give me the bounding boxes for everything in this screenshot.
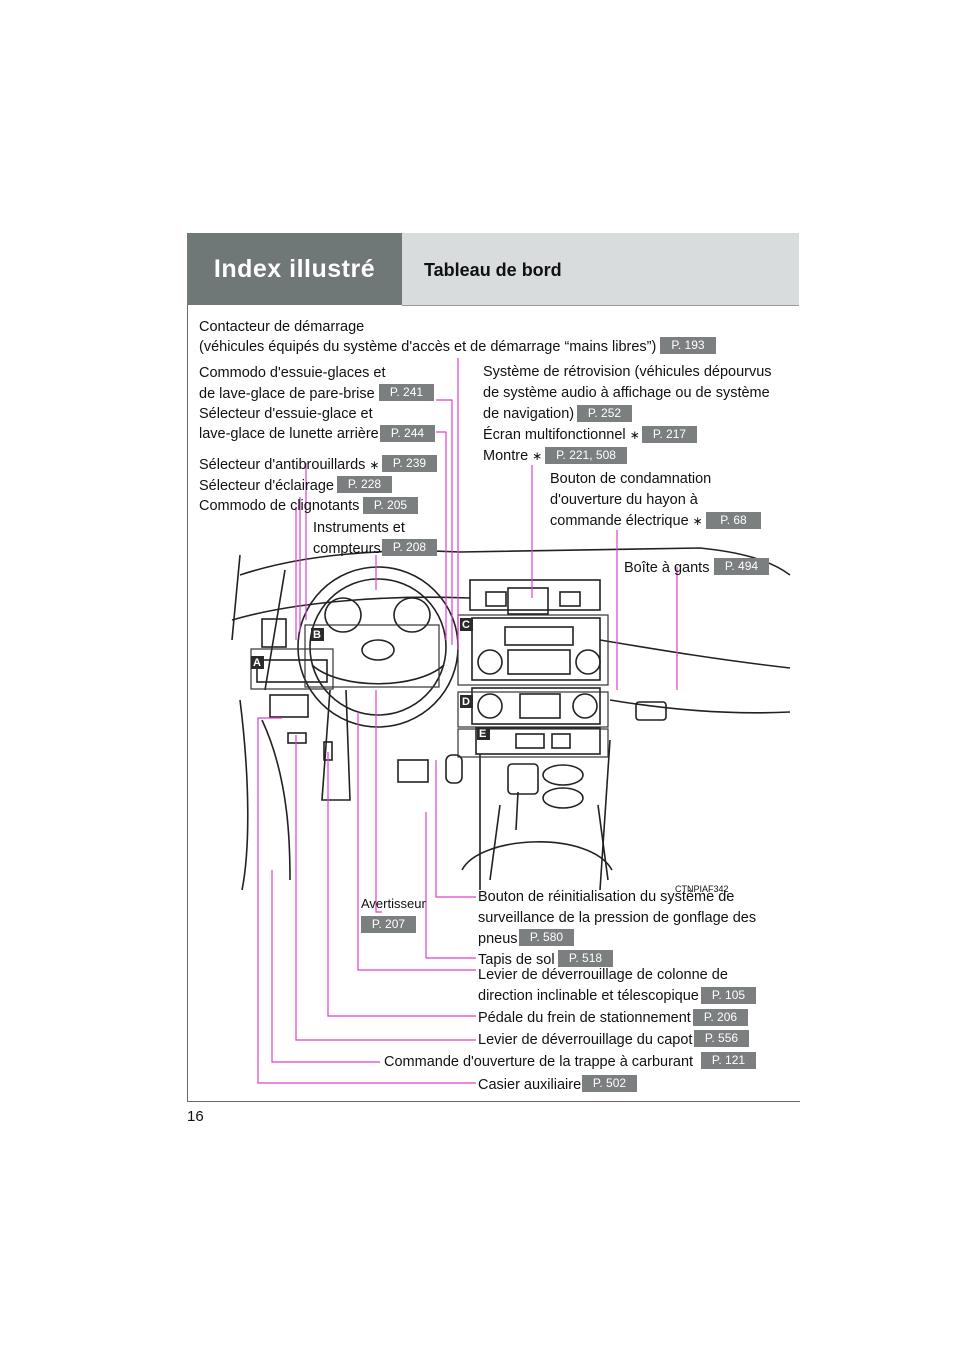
- page-number: 16: [187, 1108, 204, 1125]
- label-casier: Casier auxiliaire: [478, 1077, 582, 1093]
- callout-c: C: [462, 619, 470, 631]
- page-ref-tapis[interactable]: P. 518: [558, 950, 613, 967]
- label-arriere-1: Sélecteur d'essuie-glace et: [199, 406, 373, 422]
- label-essuie-1: Commodo d'essuie-glaces et: [199, 365, 386, 381]
- label-contacteur-1: Contacteur de démarrage: [199, 319, 365, 335]
- label-capot: Levier de déverrouillage du capot: [478, 1032, 693, 1048]
- label-retro-3: de navigation): [483, 406, 575, 422]
- label-trappe: Commande d'ouverture de la trappe à carb…: [384, 1054, 694, 1070]
- figure-code: CTNPIAF342: [675, 884, 729, 894]
- page-ref-boite[interactable]: P. 494: [714, 558, 769, 575]
- label-pneus-2: surveillance de la pression de gonflage …: [478, 910, 757, 926]
- page-ref-essuie[interactable]: P. 241: [379, 384, 434, 401]
- page-ref-colonne[interactable]: P. 105: [701, 987, 756, 1004]
- label-colonne-2: direction inclinable et télescopique: [478, 988, 699, 1004]
- title-header: Tableau de bord: [402, 233, 799, 306]
- label-antibrouillard: Sélecteur d'antibrouillards ∗: [199, 457, 380, 473]
- label-eclairage: Sélecteur d'éclairage: [199, 478, 334, 494]
- page-ref-clignotants[interactable]: P. 205: [363, 497, 418, 514]
- page-title: Tableau de bord: [424, 260, 562, 280]
- callout-a: A: [253, 657, 261, 669]
- label-hayon-2: d'ouverture du hayon à: [550, 492, 698, 508]
- label-boite: Boîte à gants: [624, 560, 710, 576]
- label-clignotants: Commodo de clignotants: [199, 498, 360, 514]
- label-essuie-2: de lave-glace de pare-brise: [199, 386, 375, 402]
- callout-b: B: [313, 629, 321, 641]
- page-ref-pedale[interactable]: P. 206: [693, 1009, 748, 1026]
- label-contacteur-2: (véhicules équipés du système d'accès et…: [199, 339, 657, 355]
- page-ref-arriere[interactable]: P. 244: [380, 425, 435, 442]
- page-ref-hayon[interactable]: P. 68: [706, 512, 761, 529]
- page-ref-antibrouillard[interactable]: P. 239: [382, 455, 437, 472]
- label-retro-1: Système de rétrovision (véhicules dépour…: [483, 364, 772, 380]
- page-frame: [187, 233, 800, 1102]
- page-ref-ecran[interactable]: P. 217: [642, 426, 697, 443]
- page-ref-capot[interactable]: P. 556: [694, 1030, 749, 1047]
- label-instruments-1: Instruments et: [313, 520, 405, 536]
- label-arriere-2: lave-glace de lunette arrière: [199, 426, 379, 442]
- label-instruments-2: compteurs: [313, 541, 381, 557]
- label-hayon-3: commande électrique ∗: [550, 513, 703, 529]
- page-ref-retro[interactable]: P. 252: [577, 405, 632, 422]
- label-pneus-3: pneus: [478, 931, 518, 947]
- callout-d: D: [462, 696, 470, 708]
- label-hayon-1: Bouton de condamnation: [550, 471, 712, 487]
- label-ecran: Écran multifonctionnel ∗: [483, 427, 640, 443]
- label-montre: Montre ∗: [483, 448, 543, 464]
- page-ref-contacteur[interactable]: P. 193: [660, 337, 716, 354]
- page-ref-trappe[interactable]: P. 121: [701, 1052, 756, 1069]
- section-header: Index illustré: [187, 233, 402, 305]
- page-ref-instruments[interactable]: P. 208: [382, 539, 437, 556]
- label-retro-2: de système audio à affichage ou de systè…: [483, 385, 770, 401]
- page-ref-pneus[interactable]: P. 580: [519, 929, 574, 946]
- page-ref-casier[interactable]: P. 502: [582, 1075, 637, 1092]
- label-tapis: Tapis de sol: [478, 952, 555, 968]
- label-pedale: Pédale du frein de stationnement: [478, 1010, 691, 1026]
- label-avertisseur: Avertisseur: [361, 896, 426, 911]
- page-ref-avertisseur[interactable]: P. 207: [361, 916, 416, 933]
- page-ref-montre[interactable]: P. 221, 508: [545, 447, 627, 464]
- label-colonne-1: Levier de déverrouillage de colonne de: [478, 967, 728, 983]
- callout-e: E: [479, 728, 487, 740]
- page-ref-eclairage[interactable]: P. 228: [337, 476, 392, 493]
- label-pneus-1: Bouton de réinitialisation du système de: [478, 889, 735, 905]
